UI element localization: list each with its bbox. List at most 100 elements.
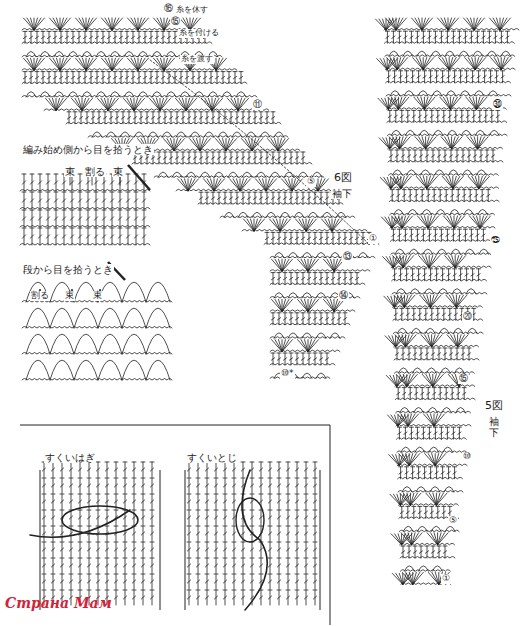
stitch-stroke	[393, 274, 396, 276]
stitch-stroke	[247, 117, 250, 119]
stitch-stroke	[125, 76, 128, 78]
stitch-stroke	[215, 71, 219, 72]
stitch-stroke	[437, 348, 441, 349]
stitch-stroke	[469, 31, 473, 32]
stitch-stroke	[473, 51, 483, 57]
stitch-stroke	[432, 91, 442, 97]
stitch-stroke	[394, 359, 479, 361]
stitch-stroke	[389, 137, 400, 149]
stitch-stroke	[391, 253, 491, 255]
stitch-stroke	[67, 111, 71, 112]
stitch-stroke	[128, 58, 139, 70]
stitch-stroke	[131, 18, 138, 30]
stitch-stroke	[57, 58, 61, 70]
stitch-stroke	[274, 132, 284, 138]
stitch-stroke	[35, 36, 38, 38]
stitch-stroke	[83, 18, 87, 30]
stitch-stroke	[241, 197, 244, 199]
stitch-stroke	[279, 259, 283, 271]
stitch-stroke	[419, 137, 426, 149]
stitch-stroke	[271, 318, 274, 320]
stitch-stroke	[137, 31, 141, 32]
stitch-stroke	[409, 31, 413, 32]
stitch-stroke	[426, 374, 433, 386]
stitch-stroke	[56, 98, 67, 110]
stitch-stroke	[229, 192, 233, 193]
stitch-stroke	[459, 268, 463, 269]
stitch-stroke	[435, 76, 438, 78]
stitch-stroke	[271, 353, 275, 354]
stitch-stroke	[459, 51, 469, 57]
stitch-stroke	[270, 172, 280, 178]
stitch-stroke	[447, 70, 451, 71]
stitch-stroke	[271, 139, 278, 151]
stitch-stroke	[427, 176, 438, 188]
stitch-stroke	[325, 358, 328, 360]
stitch-stroke	[389, 187, 499, 189]
stitch-stroke	[498, 58, 502, 70]
stitch-stroke	[436, 115, 439, 117]
stitch-stroke	[440, 368, 450, 374]
stitch-stroke	[394, 115, 397, 117]
stitch-stroke	[29, 36, 32, 38]
stitch-stroke	[98, 98, 109, 110]
stitch-stroke	[469, 97, 476, 109]
stitch-stroke	[393, 268, 397, 269]
stitch-stroke	[441, 268, 445, 269]
stitch-stroke	[481, 229, 485, 230]
stitch-stroke	[138, 51, 148, 57]
stitch-stroke	[442, 308, 446, 309]
stitch-stroke	[416, 176, 427, 188]
stitch-stroke	[392, 234, 395, 236]
stitch-stroke	[384, 296, 395, 307]
stitch-stroke	[288, 293, 298, 299]
stitch-stroke	[488, 91, 498, 97]
stitch-stroke	[299, 219, 306, 231]
stitch-stroke	[205, 157, 208, 159]
stitch-stroke	[415, 194, 418, 196]
stitch-stroke	[187, 111, 191, 112]
stitch-stroke	[289, 232, 293, 233]
stitch-stroke	[376, 19, 387, 30]
stitch-stroke	[400, 313, 403, 315]
stitch-stroke	[274, 333, 284, 339]
stitch-stroke	[468, 189, 472, 190]
stitch-stroke	[390, 138, 401, 149]
stitch-stroke	[308, 299, 319, 311]
stitch-stroke	[277, 358, 280, 360]
stitch-stroke	[217, 157, 220, 159]
stitch-stroke	[271, 197, 274, 199]
stitch-stroke	[458, 335, 469, 347]
stitch-stroke	[236, 92, 246, 98]
stitch-stroke	[444, 189, 448, 190]
stitch-stroke	[452, 36, 455, 38]
stitch-stroke	[421, 97, 425, 109]
stitch-stroke	[493, 31, 497, 32]
stitch-stroke	[89, 76, 92, 78]
stitch-stroke	[301, 353, 305, 354]
stitch-stroke	[218, 132, 228, 138]
stitch-stroke	[411, 268, 415, 269]
stitch-stroke	[187, 152, 191, 153]
stitch-stroke	[420, 58, 424, 70]
stitch-stroke	[423, 295, 430, 307]
stitch-stroke	[460, 115, 463, 117]
stitch-stroke	[465, 249, 475, 255]
stitch-stroke	[68, 51, 78, 57]
stitch-stroke	[421, 335, 432, 347]
stitch-stroke	[167, 71, 171, 72]
stitch-stroke	[409, 194, 412, 196]
stitch-stroke	[319, 237, 322, 239]
stitch-stroke	[421, 194, 424, 196]
stitch-stroke	[228, 98, 239, 110]
stitch-stroke	[475, 130, 485, 136]
stitch-stroke	[251, 219, 255, 231]
stitch-stroke	[331, 277, 334, 279]
stitch-stroke	[417, 97, 424, 109]
stitch-stroke	[437, 249, 447, 255]
stitch-stroke	[191, 76, 194, 78]
stitch-stroke	[380, 177, 391, 188]
stitch-stroke	[138, 58, 149, 70]
stitch-stroke	[390, 375, 397, 386]
stitch-stroke	[404, 91, 414, 97]
